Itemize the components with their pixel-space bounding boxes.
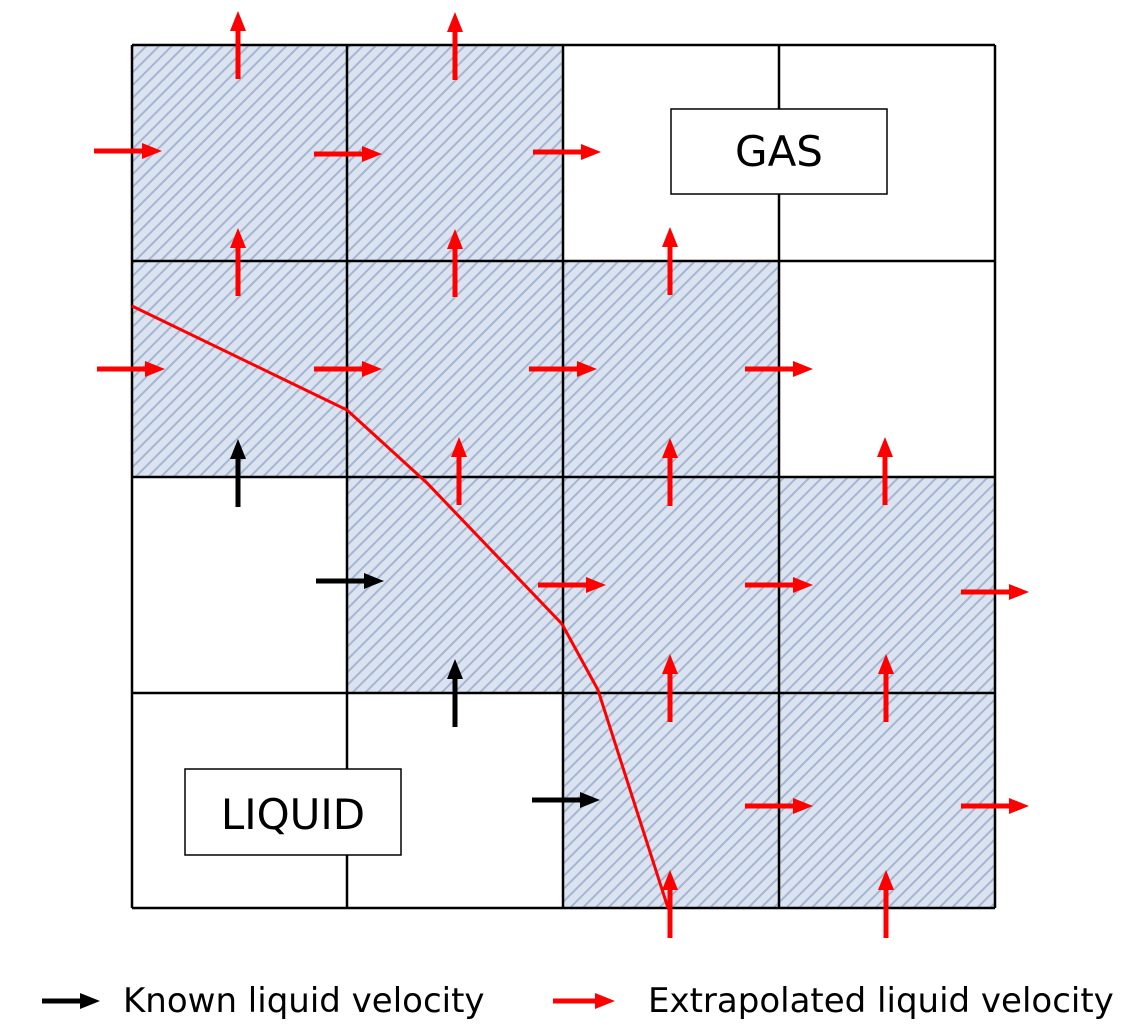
known-velocity-arrow-head — [447, 659, 463, 679]
extrapolated-velocity-arrow-head — [142, 143, 162, 159]
extrapolated-velocity-arrow-head — [577, 361, 597, 377]
liquid-label-text: LIQUID — [221, 790, 365, 839]
extrapolated-velocity-arrow-head — [662, 870, 678, 890]
extrapolated-velocity-arrow-head — [793, 361, 813, 377]
extrapolated-velocity-arrow-head — [1009, 798, 1029, 814]
known-velocity-arrow-head — [580, 792, 600, 808]
extrapolated-velocity-arrow-head — [447, 229, 463, 249]
interface-line — [131, 304, 670, 909]
extrapolated-velocity-arrow — [314, 361, 382, 377]
legend-extrapolated-arrow-glyph-head — [595, 993, 615, 1009]
known-velocity-arrow — [316, 573, 384, 589]
extrapolated-velocity-arrow-head — [447, 12, 463, 32]
extrapolated-velocity-arrow — [533, 144, 601, 160]
liquid-label: LIQUID — [184, 768, 402, 856]
extrapolated-velocity-arrow — [745, 798, 813, 814]
hatched-cell — [347, 45, 563, 261]
extrapolated-velocity-arrow-head — [362, 361, 382, 377]
extrapolated-velocity-arrow-head — [362, 146, 382, 162]
extrapolated-velocity-arrow-head — [145, 361, 165, 377]
extrapolated-velocity-arrow-head — [878, 870, 894, 890]
extrapolated-velocity-arrow-head — [662, 654, 678, 674]
extrapolated-velocity-arrow-head — [793, 798, 813, 814]
known-velocity-arrow — [447, 659, 463, 727]
extrapolated-velocity-arrow — [745, 577, 813, 593]
known-velocity-arrow — [532, 792, 600, 808]
hatched-cell — [779, 693, 995, 908]
extrapolated-velocity-arrow — [745, 361, 813, 377]
extrapolated-velocity-arrow-head — [877, 437, 893, 457]
extrapolated-velocity-arrow-head — [581, 144, 601, 160]
extrapolated-velocity-arrow — [230, 228, 246, 296]
extrapolated-velocity-arrow — [314, 146, 382, 162]
legend-extrapolated-arrow — [553, 993, 615, 1009]
extrapolated-velocity-arrow — [529, 361, 597, 377]
hatched-cell — [132, 261, 347, 477]
hatched-cell — [563, 693, 779, 908]
extrapolated-velocity-arrow — [230, 11, 246, 79]
legend-extrapolated-arrow-glyph — [553, 993, 615, 1009]
known-velocity-arrow-head — [364, 573, 384, 589]
extrapolated-velocity-arrow — [662, 654, 678, 722]
legend-known-arrow-glyph — [42, 993, 100, 1009]
extrapolated-velocity-arrow — [961, 798, 1029, 814]
legend-known-arrow — [42, 993, 100, 1009]
extrapolated-velocity-arrow — [447, 12, 463, 80]
extrapolated-velocity-arrow — [878, 654, 894, 722]
extrapolated-velocity-arrow — [877, 437, 893, 505]
extrapolated-velocity-arrow-head — [230, 228, 246, 248]
gas-label: GAS — [670, 108, 888, 195]
legend-known-label: Known liquid velocity — [123, 981, 485, 1021]
extrapolated-velocity-arrow-head — [662, 227, 678, 247]
extrapolated-velocity-arrow — [662, 227, 678, 295]
extrapolated-velocity-arrow-head — [662, 438, 678, 458]
gas-label-text: GAS — [735, 127, 823, 176]
legend-known-arrow-glyph-head — [80, 993, 100, 1009]
known-velocity-arrow-head — [230, 439, 246, 459]
velocity-arrows — [94, 11, 1029, 938]
grid-lines — [130, 43, 997, 910]
extrapolated-velocity-arrow-head — [230, 11, 246, 31]
extrapolated-velocity-arrow — [451, 437, 467, 505]
extrapolated-velocity-arrow — [662, 870, 678, 938]
hatched-cell — [132, 45, 347, 261]
extrapolated-velocity-arrow-head — [878, 654, 894, 674]
extrapolated-velocity-arrow — [538, 577, 606, 593]
extrapolated-velocity-arrow-head — [793, 577, 813, 593]
liquid-label-box — [184, 768, 402, 856]
known-velocity-arrow — [230, 439, 246, 507]
extrapolated-velocity-arrow — [447, 229, 463, 297]
extrapolated-velocity-arrow-head — [451, 437, 467, 457]
legend-extrapolated-label: Extrapolated liquid velocity — [648, 981, 1114, 1021]
legend: Known liquid velocity Extrapolated liqui… — [42, 981, 1114, 1021]
extrapolated-velocity-arrow-head — [586, 577, 606, 593]
extrapolated-velocity-arrow — [662, 438, 678, 506]
extrapolated-velocity-arrow — [878, 870, 894, 938]
extrapolated-velocity-arrow — [961, 584, 1029, 600]
gas-label-box — [670, 108, 888, 195]
extrapolated-velocity-arrow — [94, 143, 162, 159]
extrapolated-velocity-arrow-head — [1009, 584, 1029, 600]
extrapolated-velocity-arrow — [97, 361, 165, 377]
